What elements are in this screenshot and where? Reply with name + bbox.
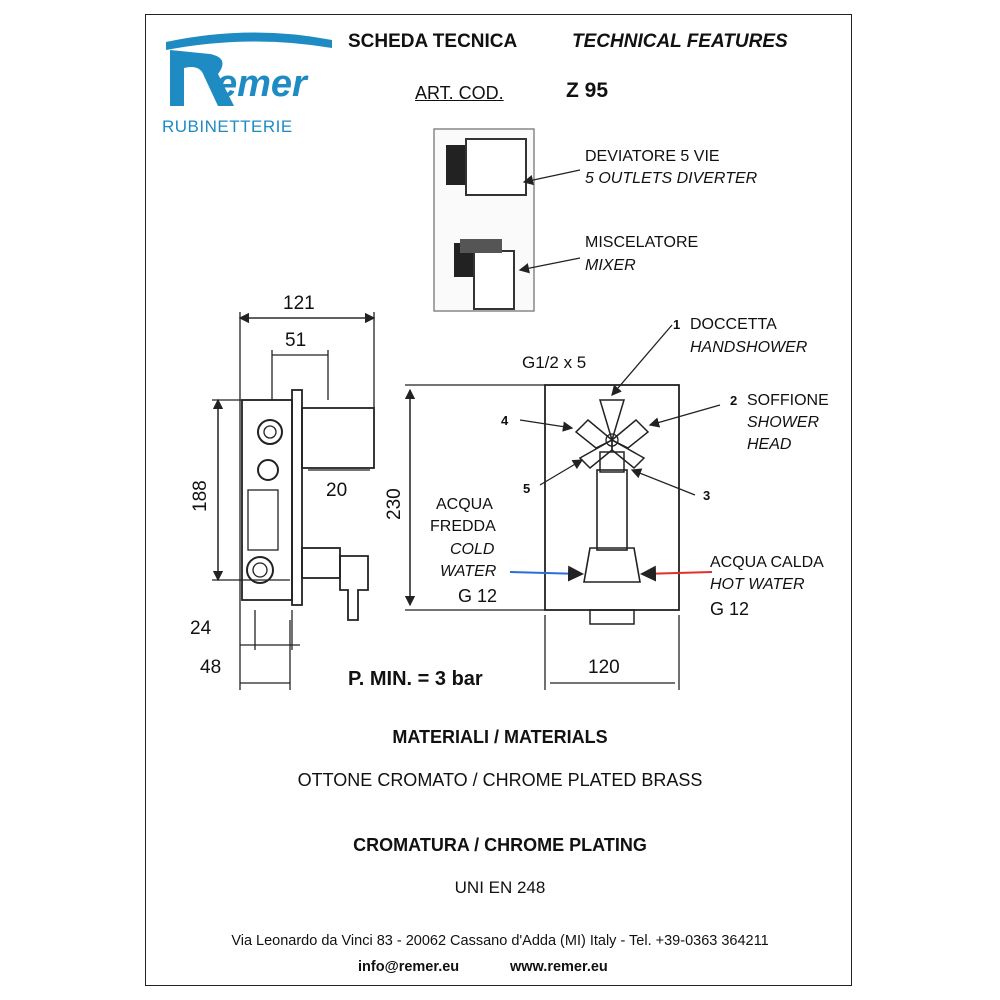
mixer-label-it: MISCELATORE: [585, 234, 699, 251]
logo-subtitle: RUBINETTERIE: [162, 117, 293, 136]
hot-thread: G 12: [710, 599, 750, 619]
mixer-label-en: MIXER: [585, 257, 636, 274]
outlet-3-number: 3: [703, 488, 711, 503]
cold-label-it-2: FREDDA: [430, 518, 496, 535]
cold-thread: G 12: [458, 586, 498, 606]
outlet-5-number: 5: [523, 481, 531, 496]
hot-label-it: ACQUA CALDA: [710, 554, 824, 571]
dim-120: 120: [588, 657, 620, 678]
faceplate-illustration: [433, 128, 535, 312]
materials-value: OTTONE CROMATO / CHROME PLATED BRASS: [297, 770, 703, 790]
dim-51: 51: [285, 330, 307, 351]
hot-water-line: [640, 565, 713, 582]
footer-website[interactable]: www.remer.eu: [510, 959, 608, 975]
dim-24: 24: [190, 618, 212, 639]
dim-20: 20: [326, 480, 348, 501]
technical-sheet: [145, 14, 852, 986]
cold-label-en-2: WATER: [440, 563, 497, 580]
diverter-label-en: 5 OUTLETS DIVERTER: [585, 170, 758, 187]
dim-48: 48: [200, 657, 222, 678]
cold-label-en-1: COLD: [450, 541, 495, 558]
outlet-1-label-it: DOCCETTA: [690, 316, 777, 333]
plating-value: UNI EN 248: [454, 878, 546, 897]
dim-188: 188: [190, 480, 211, 512]
outlet-2-label-en2: HEAD: [747, 436, 792, 453]
cold-label-it-1: ACQUA: [436, 496, 493, 513]
footer-email[interactable]: info@remer.eu: [358, 959, 460, 975]
outlet-2-label-en: SHOWER: [747, 414, 819, 431]
title-it: SCHEDA TECNICA: [348, 31, 518, 52]
cold-water-line: [509, 565, 584, 582]
dim-230: 230: [384, 488, 405, 520]
logo-brand: emer: [216, 63, 309, 105]
dim-121: 121: [283, 293, 315, 314]
hot-label-en: HOT WATER: [710, 576, 805, 593]
thread-size: G1/2 x 5: [522, 353, 587, 372]
min-pressure: P. MIN. = 3 bar: [348, 668, 483, 690]
art-code-value: Z 95: [566, 79, 609, 102]
outlet-2-number: 2: [730, 393, 738, 408]
outlet-1-label-en: HANDSHOWER: [690, 339, 808, 356]
remer-logo: emer RUBINETTERIE: [162, 32, 332, 136]
art-code-label: ART. COD.: [415, 83, 504, 103]
outlet-2-label-it: SOFFIONE: [747, 392, 829, 409]
materials-title: MATERIALI / MATERIALS: [392, 727, 608, 747]
outlet-1-number: 1: [673, 317, 681, 332]
outlet-4-number: 4: [501, 413, 509, 428]
diverter-label-it: DEVIATORE 5 VIE: [585, 148, 720, 165]
plating-title: CROMATURA / CHROME PLATING: [353, 835, 647, 855]
title-en: TECHNICAL FEATURES: [572, 31, 788, 52]
technical-drawing: [212, 169, 721, 690]
footer-address: Via Leonardo da Vinci 83 - 20062 Cassano…: [231, 933, 769, 949]
